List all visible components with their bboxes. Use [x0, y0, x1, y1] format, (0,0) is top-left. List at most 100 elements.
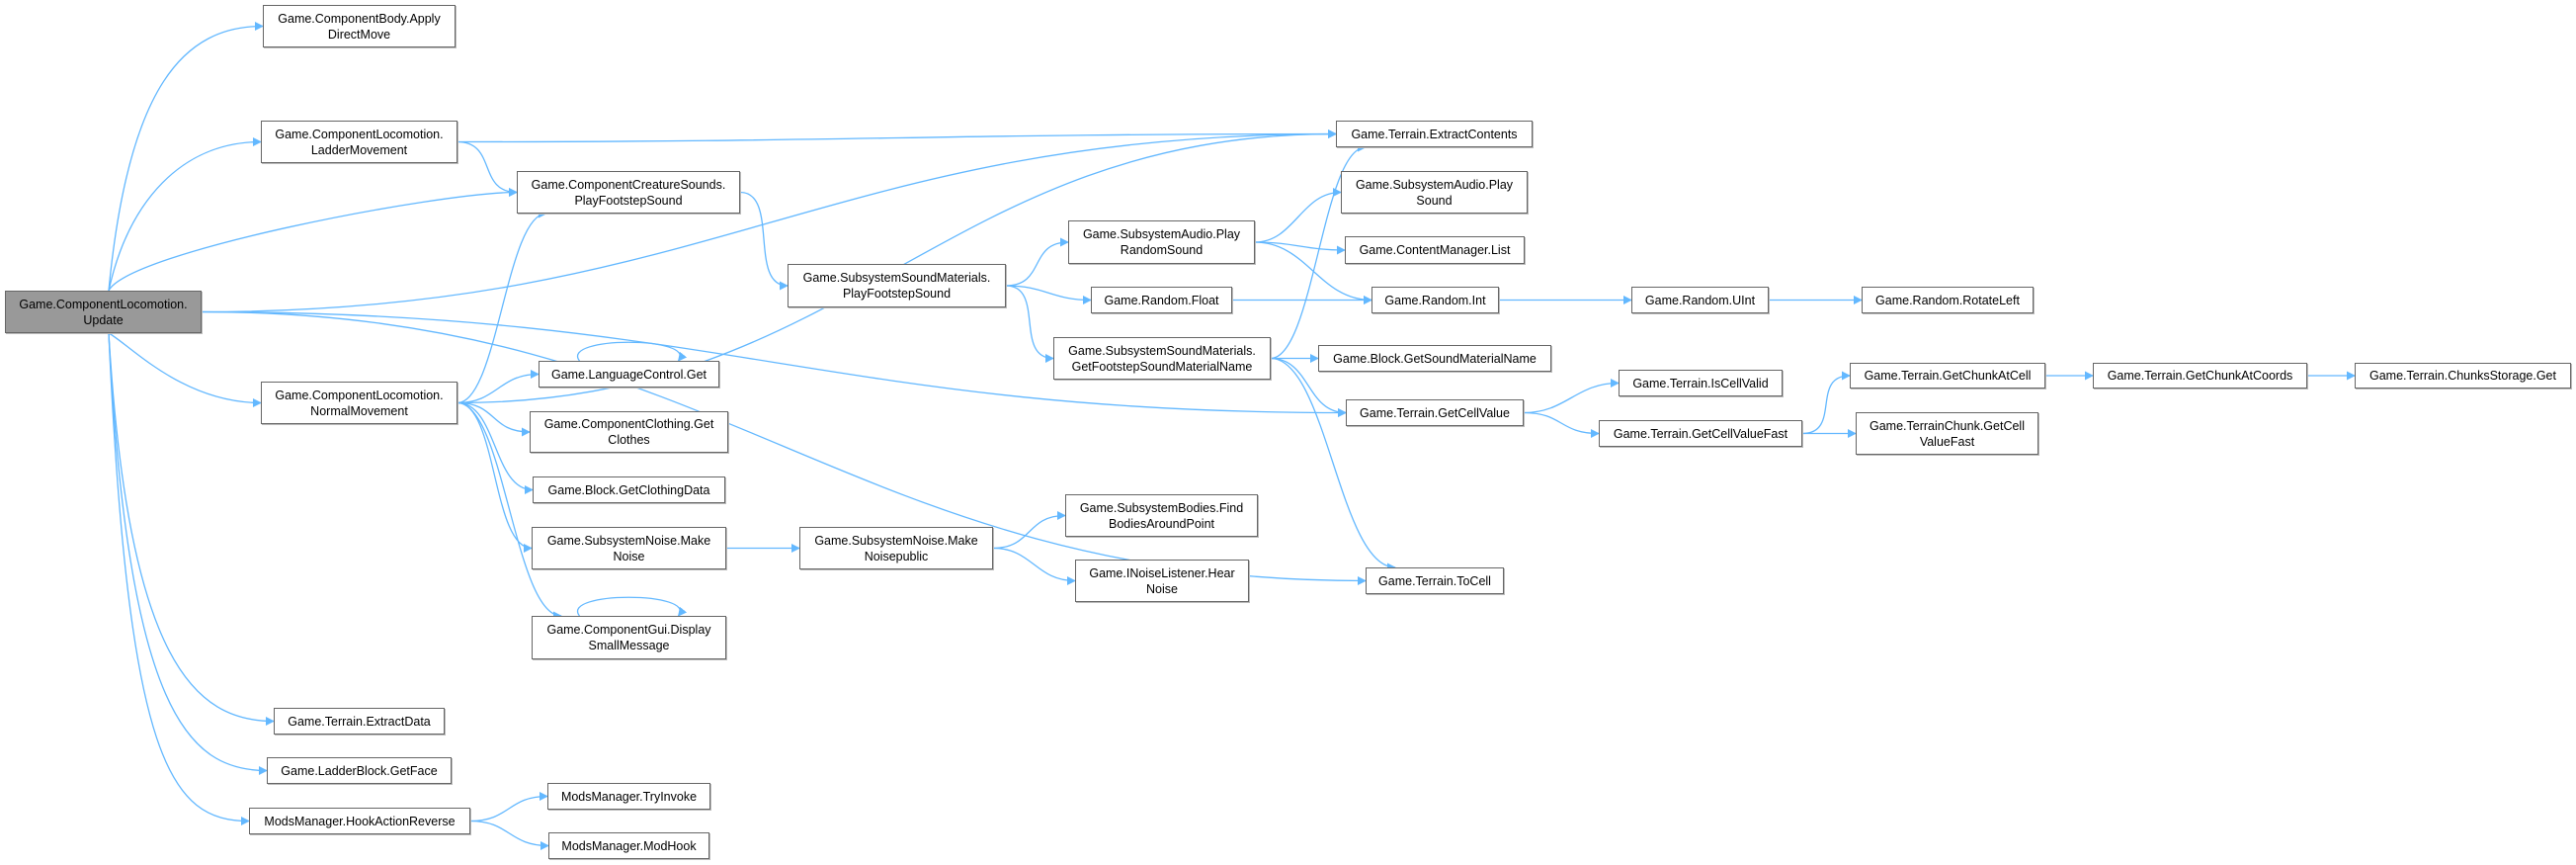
edge-display-small-message-to-display-small-message: [576, 596, 688, 617]
node-label: Game.Terrain.IsCellValid: [1632, 376, 1769, 390]
node-label: Game.Terrain.ExtractContents: [1351, 127, 1518, 141]
node-label: Game.Terrain.GetChunkAtCoords: [2107, 369, 2293, 383]
node-label: RandomSound: [1120, 243, 1204, 257]
node-label: GetFootstepSoundMaterialName: [1071, 359, 1253, 374]
edge-normal-movement-to-get-clothing-data: [457, 401, 534, 494]
node-normal-movement[interactable]: Game.ComponentLocomotion.NormalMovement: [261, 382, 457, 424]
node-get-sound-material-name[interactable]: Game.Block.GetSoundMaterialName: [1318, 345, 1551, 372]
node-label: Game.ComponentLocomotion.: [275, 127, 444, 141]
node-label: Game.SubsystemSoundMaterials.: [802, 271, 991, 285]
edge-update-to-ladder-movement: [108, 137, 262, 292]
node-label: Game.ComponentLocomotion.: [19, 297, 188, 311]
node-mod-hook[interactable]: ModsManager.ModHook: [548, 832, 709, 859]
node-hook-action-reverse[interactable]: ModsManager.HookActionReverse: [249, 808, 470, 834]
edge-hook-action-reverse-to-try-invoke: [469, 792, 548, 822]
edge-make-noise-public-to-hear-noise: [992, 547, 1076, 585]
node-is-cell-valid[interactable]: Game.Terrain.IsCellValid: [1619, 370, 1783, 396]
node-label: Game.LanguageControl.Get: [550, 367, 707, 382]
node-label: Noise: [613, 549, 645, 563]
edge-gfsmn-to-get-cell-value: [1270, 357, 1347, 417]
node-get-chunk-at-cell[interactable]: Game.Terrain.GetChunkAtCell: [1850, 363, 2045, 389]
edge-hook-action-reverse-to-mod-hook: [469, 820, 549, 850]
node-label: Game.ContentManager.List: [1359, 243, 1511, 257]
node-chunks-storage-get[interactable]: Game.Terrain.ChunksStorage.Get: [2355, 363, 2571, 389]
node-get-cell-value[interactable]: Game.Terrain.GetCellValue: [1346, 399, 1524, 426]
node-extract-data[interactable]: Game.Terrain.ExtractData: [274, 708, 445, 735]
edge-play-random-sound-to-play-sound: [1254, 188, 1342, 243]
node-label: Game.Random.UInt: [1644, 293, 1756, 307]
node-content-list[interactable]: Game.ContentManager.List: [1345, 236, 1525, 264]
edge-update-to-creature-pfs: [108, 188, 518, 292]
node-label: Game.SubsystemAudio.Play: [1355, 177, 1514, 192]
node-label: Game.TerrainChunk.GetCell: [1869, 418, 2025, 433]
node-rotate-left[interactable]: Game.Random.RotateLeft: [1862, 287, 2034, 313]
node-label: Game.Terrain.GetCellValue: [1360, 405, 1510, 420]
node-to-cell[interactable]: Game.Terrain.ToCell: [1366, 567, 1504, 594]
edge-creature-pfs-to-ssm-pfs: [739, 191, 789, 291]
node-label: Game.Random.RotateLeft: [1875, 293, 2020, 307]
node-gfsmn[interactable]: Game.SubsystemSoundMaterials.GetFootstep…: [1053, 337, 1271, 380]
node-label: Game.Terrain.ChunksStorage.Get: [2369, 369, 2556, 383]
edge-get-cell-value-to-get-cell-value-fast: [1523, 411, 1600, 438]
node-label: Game.Random.Int: [1384, 293, 1486, 307]
node-get-clothing-data[interactable]: Game.Block.GetClothingData: [533, 476, 725, 503]
node-random-float[interactable]: Game.Random.Float: [1091, 287, 1232, 313]
node-get-cell-value-fast[interactable]: Game.Terrain.GetCellValueFast: [1599, 420, 1802, 447]
node-label: ModsManager.HookActionReverse: [264, 814, 456, 828]
node-get-chunk-at-coords[interactable]: Game.Terrain.GetChunkAtCoords: [2093, 363, 2307, 389]
edge-gfsmn-to-to-cell: [1270, 357, 1396, 572]
node-get-face[interactable]: Game.LadderBlock.GetFace: [267, 757, 452, 784]
edge-get-cell-value-fast-to-get-chunk-at-cell: [1801, 371, 1851, 435]
edge-normal-movement-to-make-noise: [457, 401, 533, 553]
node-label: Game.SubsystemBodies.Find: [1079, 500, 1244, 515]
node-label: NormalMovement: [310, 403, 408, 418]
node-label: Game.ComponentLocomotion.: [275, 388, 444, 402]
node-label: Noisepublic: [864, 549, 929, 563]
node-label: DirectMove: [327, 27, 391, 42]
node-label: Clothes: [608, 433, 650, 447]
node-label: Game.LadderBlock.GetFace: [281, 763, 438, 778]
node-label: PlayFootstepSound: [574, 193, 683, 208]
node-label: Game.SubsystemNoise.Make: [814, 533, 978, 548]
edge-make-noise-public-to-find-bodies: [992, 511, 1066, 550]
node-label: ModsManager.ModHook: [561, 838, 697, 853]
node-label: Game.Terrain.ExtractData: [288, 714, 431, 729]
node-label: Game.Block.GetClothingData: [547, 482, 710, 497]
node-label: Game.SubsystemNoise.Make: [546, 533, 711, 548]
node-lang-get[interactable]: Game.LanguageControl.Get: [539, 361, 719, 388]
node-random-uint[interactable]: Game.Random.UInt: [1631, 287, 1769, 313]
node-label: PlayFootstepSound: [842, 287, 952, 301]
node-ladder-movement[interactable]: Game.ComponentLocomotion.LadderMovement: [261, 121, 457, 163]
node-ssm-pfs[interactable]: Game.SubsystemSoundMaterials. PlayFootste…: [788, 264, 1006, 307]
node-label: Sound: [1416, 193, 1453, 208]
edge-update-to-hook-action-reverse: [108, 332, 250, 825]
node-label: ModsManager.TryInvoke: [560, 789, 698, 804]
edge-update-to-get-cell-value: [201, 310, 1347, 417]
edge-update-to-normal-movement: [108, 332, 262, 407]
node-label: Game.Block.GetSoundMaterialName: [1333, 351, 1537, 366]
node-label: Game.SubsystemAudio.Play: [1082, 227, 1241, 241]
node-extract-contents[interactable]: Game.Terrain.ExtractContents: [1336, 121, 1533, 147]
node-random-int[interactable]: Game.Random.Int: [1371, 287, 1499, 313]
node-label: Game.ComponentClothing.Get: [543, 417, 714, 431]
edge-update-to-extract-contents: [201, 130, 1337, 313]
node-label: LadderMovement: [310, 142, 408, 157]
node-label: Game.ComponentBody.Apply: [278, 11, 441, 26]
node-label: Game.Terrain.GetChunkAtCell: [1864, 369, 2032, 383]
node-label: SmallMessage: [588, 639, 670, 652]
node-creature-pfs[interactable]: Game.ComponentCreatureSounds.PlayFootste…: [517, 171, 740, 214]
edge-ssm-pfs-to-random-float: [1005, 285, 1092, 304]
node-label: Game.Terrain.GetCellValueFast: [1613, 426, 1788, 441]
edge-normal-movement-to-display-small-message: [457, 401, 562, 621]
node-try-invoke[interactable]: ModsManager.TryInvoke: [547, 783, 710, 810]
